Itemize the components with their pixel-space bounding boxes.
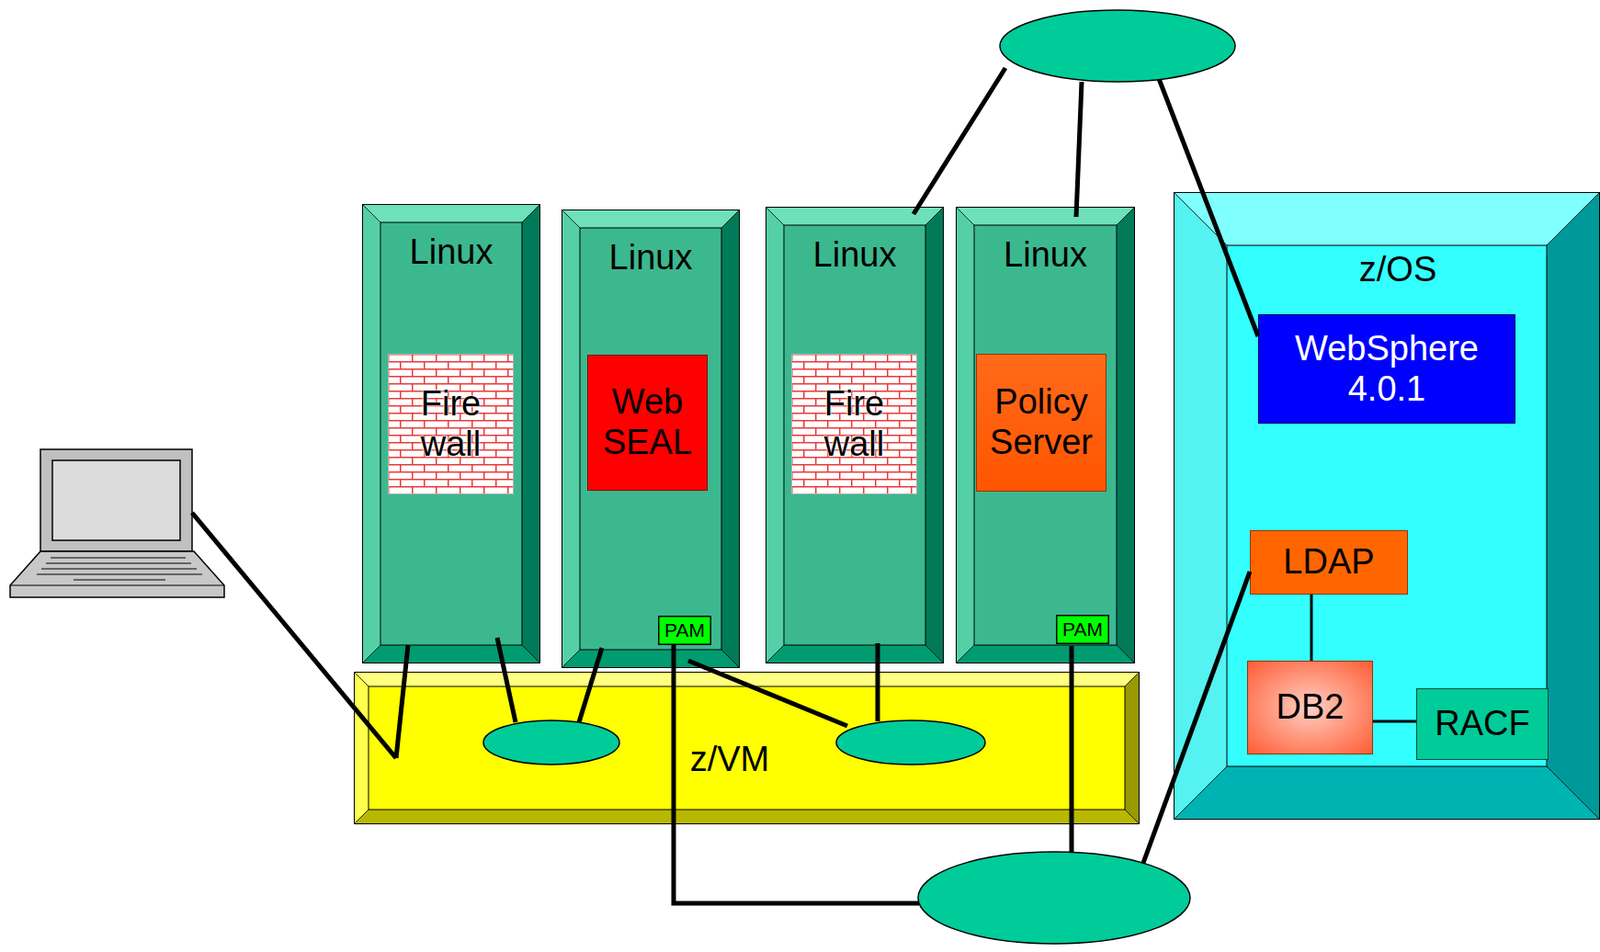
policy-server-box: Policy Server bbox=[975, 353, 1107, 492]
box-label: Web SEAL bbox=[597, 382, 699, 463]
container-label: z/VM bbox=[637, 739, 822, 781]
box-label: RACF bbox=[1420, 703, 1545, 745]
connector-line bbox=[1310, 594, 1314, 661]
zvm-band: z/VM bbox=[353, 671, 1140, 825]
container-label: Linux bbox=[978, 235, 1113, 276]
linux-guest: LinuxPolicy ServerPAM bbox=[955, 206, 1135, 664]
firewall-box: Fire wall bbox=[387, 353, 514, 495]
container-label: z/OS bbox=[1305, 249, 1490, 291]
zos-frame: z/OS WebSphere 4.0.1LDAP DB2 RACF bbox=[1173, 192, 1600, 820]
webseal-box: Web SEAL bbox=[587, 354, 708, 491]
box-label: WebSphere 4.0.1 bbox=[1288, 329, 1487, 409]
container-label: Linux bbox=[385, 232, 518, 273]
firewall-box: Fire wall bbox=[791, 353, 918, 495]
db2-box: DB2 bbox=[1247, 660, 1374, 755]
ldap-box: LDAP bbox=[1249, 530, 1408, 595]
container-label: Linux bbox=[584, 238, 717, 279]
container-label: Linux bbox=[788, 235, 921, 276]
box-label: Fire wall bbox=[400, 384, 502, 465]
websphere-box: WebSphere 4.0.1 bbox=[1258, 314, 1516, 424]
network-lines bbox=[192, 68, 1259, 904]
racf-box: RACF bbox=[1416, 688, 1549, 761]
connector-line bbox=[1373, 720, 1417, 724]
box-label: DB2 bbox=[1252, 687, 1368, 728]
box-label: LDAP bbox=[1255, 542, 1403, 583]
box-label: PAM bbox=[1057, 618, 1108, 641]
linux-guest: LinuxFire wall bbox=[765, 206, 944, 664]
box-label: Fire wall bbox=[804, 384, 906, 465]
pam-module: PAM bbox=[1055, 614, 1110, 645]
linux-guest: LinuxFire wall bbox=[362, 204, 541, 664]
laptop-icon bbox=[10, 449, 225, 598]
box-label: Policy Server bbox=[981, 382, 1101, 463]
pam-module: PAM bbox=[658, 615, 712, 646]
linux-guest: LinuxWeb SEAL PAM bbox=[561, 209, 740, 669]
box-label: PAM bbox=[659, 619, 710, 642]
